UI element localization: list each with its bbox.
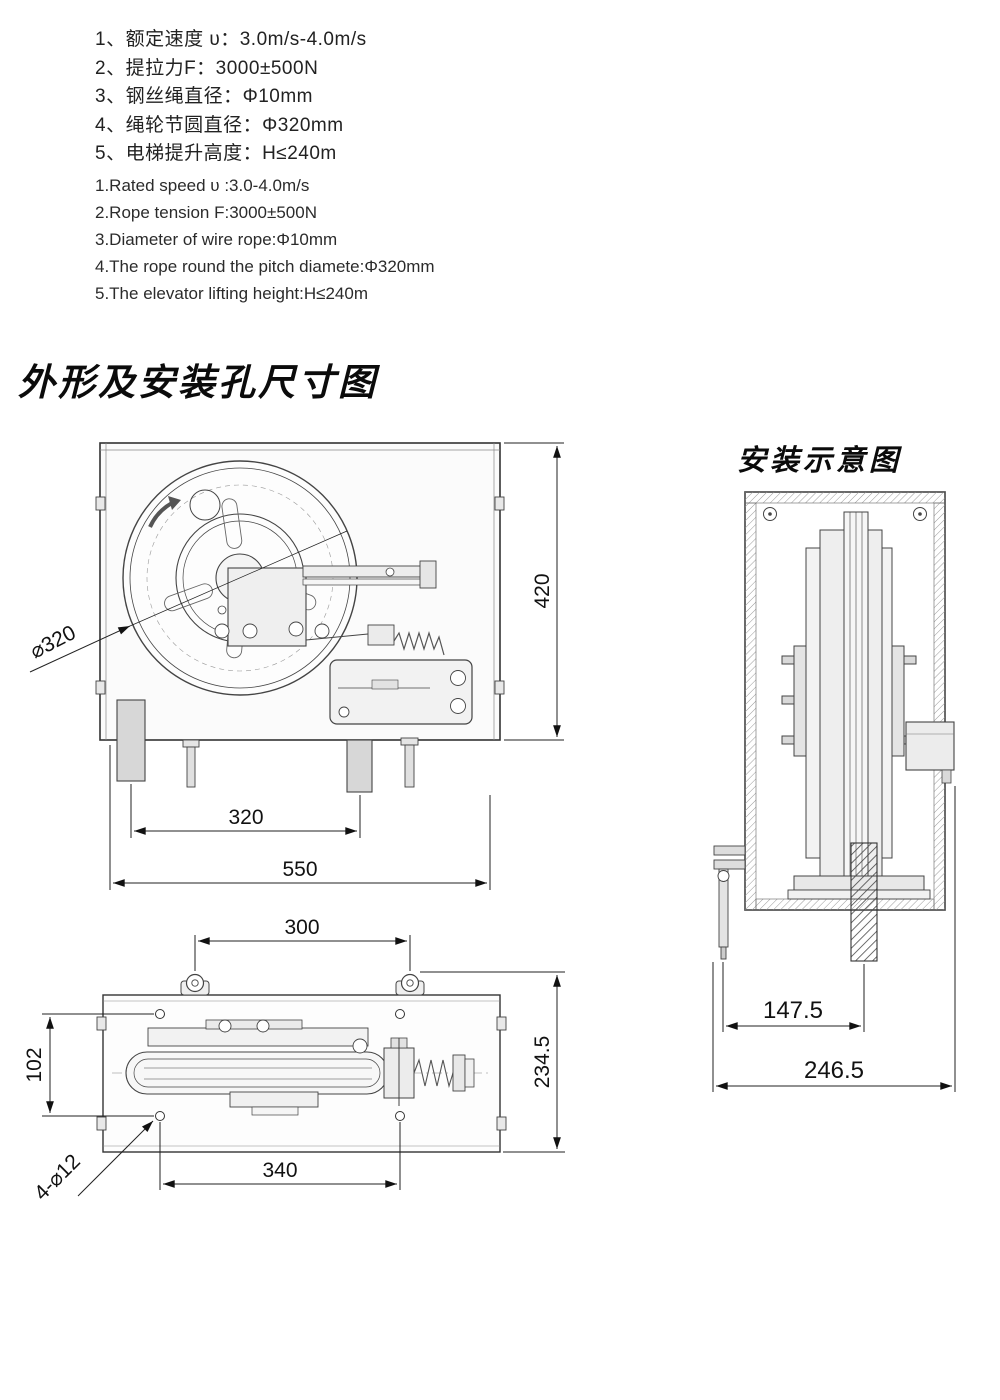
side-view: 147.5 246.5 — [712, 491, 956, 1092]
dim-overall-width-label: 550 — [282, 858, 317, 881]
heading-installation-diagram: 安装示意图 — [737, 443, 903, 477]
mounting-pin — [713, 845, 746, 960]
front-dimension-lines — [29, 442, 564, 890]
dim-sheave-diameter-label: ⌀320 — [27, 621, 80, 663]
output-shaft — [850, 842, 878, 962]
dim-overall-depth-label: 246.5 — [804, 1057, 864, 1084]
dim-foot-spacing-label: 320 — [228, 806, 263, 829]
dim-eye-spacing-label: 300 — [284, 916, 319, 939]
housing-edge-bolts — [95, 496, 505, 695]
governor-body — [329, 659, 473, 725]
spec-line-cn-4: 4、绳轮节圆直径：Φ320mm — [95, 114, 344, 136]
spec-line-en-3: 3.Diameter of wire rope:Φ10mm — [95, 230, 338, 249]
junction-box — [905, 721, 955, 771]
top-assembly — [125, 1019, 475, 1116]
tension-mechanism — [214, 560, 473, 725]
spec-list-chinese: 1、额定速度 υ：3.0m/s-4.0m/s 2、提拉力F：3000±500N … — [95, 26, 367, 169]
front-view: 420 320 550 ⌀320 — [27, 442, 564, 890]
dim-top-depth-label: 234.5 — [531, 1036, 554, 1089]
spring — [393, 630, 445, 656]
top-view: 300 102 234.5 340 4-⌀12 — [23, 916, 565, 1205]
top-edge-bolts — [96, 1016, 507, 1131]
housing-wall-section — [744, 491, 946, 911]
spec-line-cn-1: 1、额定速度 υ：3.0m/s-4.0m/s — [95, 29, 367, 50]
spec-line-cn-3: 3、钢丝绳直径：Φ10mm — [95, 86, 314, 107]
dim-height-label: 420 — [531, 573, 554, 608]
spec-line-en-1: 1.Rated speed υ :3.0-4.0m/s — [95, 176, 310, 195]
heading-outline-dimensions: 外形及安装孔尺寸图 — [18, 360, 378, 404]
spec-line-en-5: 5.The elevator lifting height:H≤240m — [95, 284, 368, 303]
mounting-feet — [116, 699, 419, 793]
side-dimension-lines — [712, 786, 956, 1092]
sheave-side-stack — [781, 511, 917, 895]
spec-line-cn-2: 2、提拉力F：3000±500N — [95, 57, 319, 79]
dim-hole-row-spacing-label: 102 — [23, 1047, 46, 1082]
spec-line-en-4: 4.The rope round the pitch diamete:Φ320m… — [95, 257, 435, 276]
dim-hole-col-spacing-label: 340 — [262, 1159, 297, 1182]
top-dimension-lines — [42, 935, 565, 1197]
lifting-eyes — [180, 973, 425, 996]
sheave-hole — [189, 489, 221, 521]
spec-list-english: 1.Rated speed υ :3.0-4.0m/s 2.Rope tensi… — [95, 172, 435, 307]
spec-line-cn-5: 5、电梯提升高度：H≤240m — [95, 143, 337, 164]
dim-shaft-offset-label: 147.5 — [763, 997, 823, 1024]
spec-line-en-2: 2.Rope tension F:3000±500N — [95, 203, 317, 222]
mounting-holes — [155, 1009, 405, 1121]
dim-mounting-holes-label: 4-⌀12 — [30, 1150, 85, 1205]
spring-top — [413, 1058, 454, 1089]
